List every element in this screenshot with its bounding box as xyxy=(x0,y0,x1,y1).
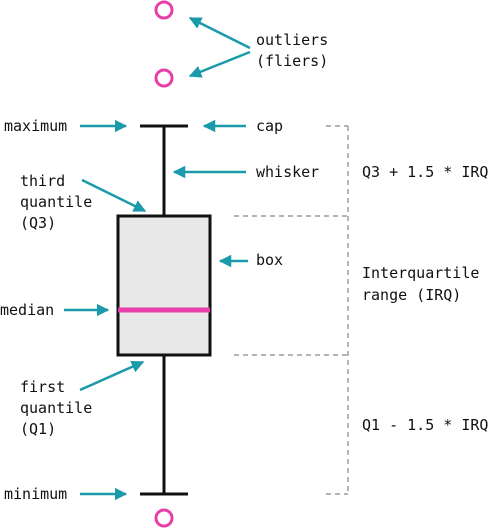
arrow-third-quantile xyxy=(81,178,147,213)
label-first-quantile-3: (Q1) xyxy=(20,420,56,438)
outlier-bottom xyxy=(154,508,174,528)
label-iqr-1: Interquartile xyxy=(362,264,479,282)
label-third-quantile-3: (Q3) xyxy=(20,214,56,232)
arrow-first-quantile xyxy=(79,360,145,392)
label-box: box xyxy=(256,251,283,269)
label-first-quantile-1: first xyxy=(20,378,65,396)
label-upper-range: Q3 + 1.5 * IRQ xyxy=(362,163,488,181)
range-bracket xyxy=(234,125,349,495)
label-third-quantile-2: quantile xyxy=(20,193,92,211)
annotation-arrows xyxy=(64,16,251,501)
arrow-outlier-top xyxy=(188,16,251,50)
outlier-top xyxy=(154,0,174,20)
label-cap: cap xyxy=(256,117,283,135)
label-outliers-2: (fliers) xyxy=(256,52,328,70)
label-third-quantile-1: third xyxy=(20,172,65,190)
label-iqr-2: range (IRQ) xyxy=(362,286,461,304)
iqr-box xyxy=(116,214,212,357)
label-minimum: minimum xyxy=(4,485,67,503)
label-first-quantile-2: quantile xyxy=(20,399,92,417)
label-maximum: maximum xyxy=(4,117,67,135)
label-lower-range: Q1 - 1.5 * IRQ xyxy=(362,416,488,434)
label-outliers-1: outliers xyxy=(256,31,328,49)
label-median: median xyxy=(0,301,54,319)
outlier-upper xyxy=(154,68,174,88)
arrow-outlier-upper xyxy=(188,50,251,78)
label-whisker: whisker xyxy=(256,163,319,181)
